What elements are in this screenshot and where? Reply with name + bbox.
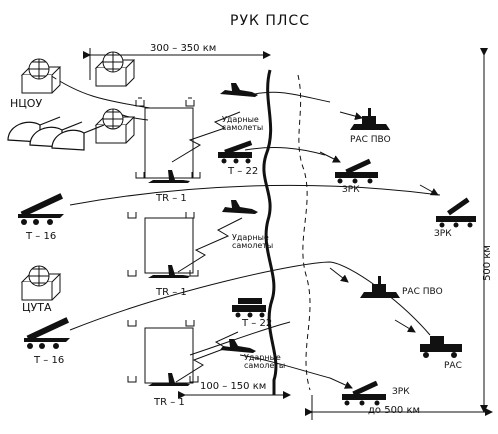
page-title: РУК ПЛСС: [230, 13, 310, 29]
missile-1: [339, 111, 363, 121]
range-to-label: до 500 км: [368, 405, 421, 416]
ras-pvo-label-2: РАС ПВО: [402, 287, 443, 297]
missile-3: [419, 184, 439, 196]
sightline-t16-1: [69, 184, 441, 206]
globe-box-icon: [20, 51, 136, 301]
sightline-strike-3: [239, 354, 331, 379]
missile-2: [319, 151, 341, 163]
missile-6: [329, 377, 353, 389]
tr1-label-2: TR – 1: [156, 287, 187, 298]
sightline-strike-1: [249, 91, 331, 103]
orbit-box-2: [144, 217, 194, 274]
strike-aircraft-label-2: Ударные самолеты: [232, 233, 274, 251]
cuta-label: ЦУТА: [22, 301, 52, 314]
ras-pvo-label-1: РАС ПВО: [350, 135, 391, 145]
orbit-box-1: [144, 107, 194, 179]
missile-4: [329, 267, 349, 283]
range-top-label: 300 – 350 км: [150, 43, 217, 54]
t16-label-1: Т – 16: [26, 231, 57, 242]
datalink-3: [175, 331, 239, 383]
datalink-2: [177, 217, 243, 273]
shelter-icon: [7, 116, 105, 151]
front-line: [262, 69, 278, 395]
zrk-label-1: ЗРК: [342, 185, 360, 195]
ncou-label: НЦОУ: [10, 97, 43, 110]
launcher-vehicle-icon: [18, 140, 266, 349]
t16-label-2: Т – 16: [34, 355, 65, 366]
tr1-label-1: TR – 1: [156, 193, 187, 204]
t22-label-2: Т – 22: [242, 318, 273, 329]
datalink-1: [171, 111, 241, 163]
ras-label: РАС: [444, 361, 462, 371]
strike-aircraft-label-1: Ударные самолеты: [222, 115, 264, 133]
zrk-label-3: ЗРК: [392, 387, 410, 397]
sightline-strike-2: [244, 147, 326, 156]
t22-label-1: Т – 22: [228, 166, 259, 177]
strike-aircraft-label-3: Ударные самолеты: [244, 353, 286, 371]
range-bottom-label: 100 – 150 км: [200, 381, 267, 392]
tr1-label-3: TR – 1: [154, 397, 185, 408]
depth-label: 500 км: [481, 245, 493, 281]
target-icon: [335, 108, 476, 406]
aircraft-icon: [148, 83, 258, 386]
front-line-dashed: [297, 74, 311, 391]
antenna-icon: [127, 97, 201, 383]
missile-5: [394, 319, 416, 333]
zrk-label-2: ЗРК: [434, 229, 452, 239]
sightline-tr1-3: [189, 321, 291, 356]
